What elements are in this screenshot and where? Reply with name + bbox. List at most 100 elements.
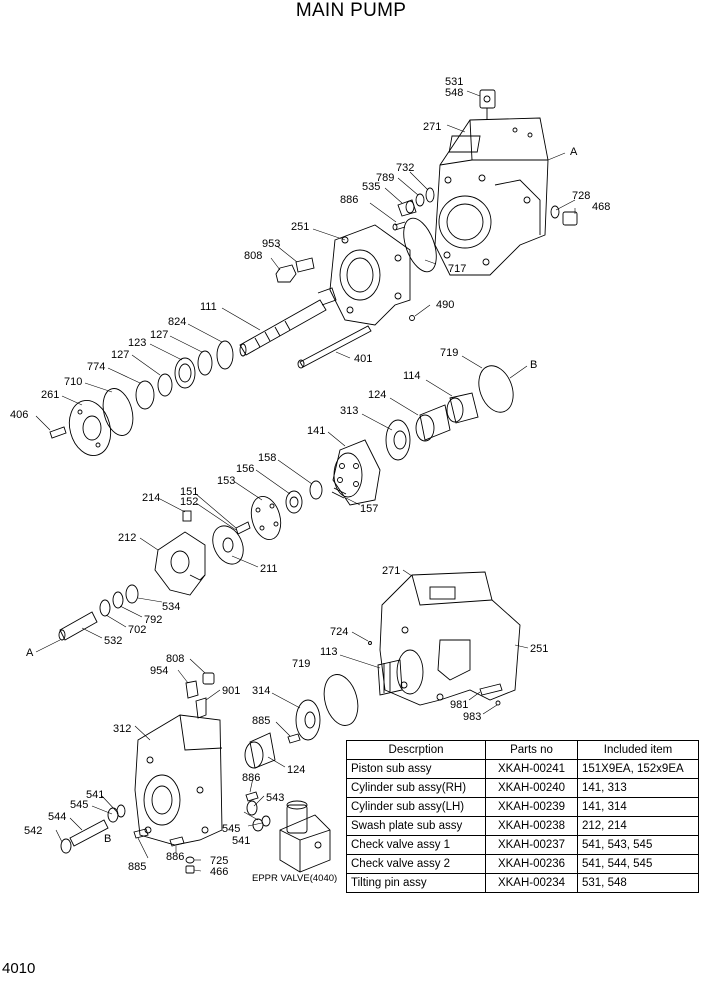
tilting-pin-531: [479, 89, 496, 120]
oring-789: [415, 193, 425, 207]
callout-808: 808: [166, 653, 184, 665]
callout-labels: 531 548 271 A 732 789 535 886 728 468 25…: [10, 76, 610, 884]
table-header: Parts no: [485, 740, 578, 760]
callout-544: 544: [48, 811, 66, 823]
callout-111: 111: [200, 301, 217, 313]
ring-792: [112, 591, 124, 609]
table-row: Cylinder sub assy(RH) XKAH-00240 141, 31…: [346, 778, 699, 798]
table-cell: 141, 313: [577, 778, 699, 798]
table-cell: 141, 314: [577, 797, 699, 817]
callout-490: 490: [436, 299, 454, 311]
plate-981: [479, 683, 503, 696]
table-cell: 212, 214: [577, 816, 699, 836]
callout-261: 261: [41, 389, 59, 401]
oring-710: [102, 388, 134, 436]
callout-271: 271: [423, 121, 441, 133]
callout-541: 541: [232, 835, 250, 847]
table-cell: XKAH-00240: [485, 778, 578, 798]
table-cell: XKAH-00241: [485, 759, 578, 779]
shoe-152: [235, 521, 251, 535]
needle-bearing-124-lower: [244, 732, 276, 769]
callout-212: 212: [118, 532, 136, 544]
callout-531: 531: [445, 76, 463, 88]
table-cell: Cylinder sub assy(LH): [346, 797, 486, 817]
callout-981: 981: [450, 699, 468, 711]
callout-B: B: [104, 833, 111, 845]
tilting-pin-532: [58, 611, 98, 641]
callout-548: 548: [445, 87, 463, 99]
table-cell: XKAH-00239: [485, 797, 578, 817]
callout-886: 886: [242, 772, 260, 784]
callout-774: 774: [87, 361, 105, 373]
bolt-953: [295, 257, 315, 273]
callout-824: 824: [168, 316, 186, 328]
callout-251: 251: [530, 643, 548, 655]
callout-792: 792: [144, 614, 162, 626]
callout-124: 124: [368, 389, 386, 401]
table-cell: Tilting pin assy: [346, 873, 486, 893]
callout-214: 214: [142, 492, 160, 504]
callout-157: 157: [360, 503, 378, 515]
oring-719-top: [478, 365, 514, 413]
retainer-156: [285, 490, 303, 514]
callout-719: 719: [440, 347, 458, 359]
callout-211: 211: [260, 563, 278, 575]
table-row: Cylinder sub assy(LH) XKAH-00239 141, 31…: [346, 797, 699, 817]
callout-953: 953: [262, 238, 280, 250]
callout-532: 532: [104, 635, 122, 647]
table-cell: XKAH-00237: [485, 835, 578, 855]
table-cell: Check valve assy 2: [346, 854, 486, 874]
callout-123: 123: [128, 337, 146, 349]
table-cell: 541, 543, 545: [577, 835, 699, 855]
ring-127a: [197, 350, 213, 376]
pin-490: [409, 315, 415, 321]
callout-732: 732: [396, 162, 414, 174]
oring-728: [550, 205, 560, 219]
callout-728: 728: [572, 190, 590, 202]
pin-886-c: [169, 836, 185, 847]
callout-A: A: [26, 647, 34, 659]
table-cell: Check valve assy 1: [346, 835, 486, 855]
plug-545-541-right: [252, 815, 271, 832]
callout-271: 271: [382, 565, 400, 577]
callout-541: 541: [86, 789, 104, 801]
table-row: Swash plate sub assy XKAH-00238 212, 214: [346, 816, 699, 836]
callout-127: 127: [111, 349, 129, 361]
valve-544: [69, 819, 109, 847]
valve-cover-251: [329, 224, 411, 326]
callout-B: B: [530, 359, 537, 371]
pin-983: [495, 700, 501, 706]
pin-885-a: [287, 733, 301, 744]
table-cell: Piston sub assy: [346, 759, 486, 779]
table-cell: 531, 548: [577, 873, 699, 893]
shoe-plate-211: [212, 525, 244, 565]
shaft-113: [377, 659, 403, 696]
spring-157: [331, 487, 347, 499]
table-header-row: Descrption Parts no Included item: [346, 740, 699, 760]
table-cell: 151X9EA, 152x9EA: [577, 759, 699, 779]
swash-plate-212: [154, 531, 206, 596]
callout-152: 152: [180, 496, 198, 508]
callout-719: 719: [292, 658, 310, 670]
page-title: MAIN PUMP: [295, 0, 407, 21]
callout-312: 312: [113, 723, 131, 735]
bearing-534: [125, 584, 139, 604]
oring-732: [425, 187, 435, 203]
spherical-bush-158: [309, 480, 323, 500]
callout-885: 885: [252, 715, 270, 727]
plug-543: [246, 800, 258, 816]
set-plate-153: [250, 495, 282, 541]
table-cell: XKAH-00238: [485, 816, 578, 836]
bolt-406: [49, 426, 67, 439]
table-row: Tilting pin assy XKAH-00234 531, 548: [346, 873, 699, 893]
callout-466: 466: [210, 866, 228, 878]
callout-702: 702: [128, 624, 146, 636]
seal-cover-261: [68, 400, 112, 456]
ring-127b: [157, 373, 173, 397]
eppr-valve-label: EPPR VALVE(4040): [252, 873, 337, 884]
ring-824: [216, 340, 234, 370]
callout-954: 954: [150, 665, 168, 677]
oring-719-lower: [323, 674, 359, 726]
plug-954: [185, 680, 199, 699]
